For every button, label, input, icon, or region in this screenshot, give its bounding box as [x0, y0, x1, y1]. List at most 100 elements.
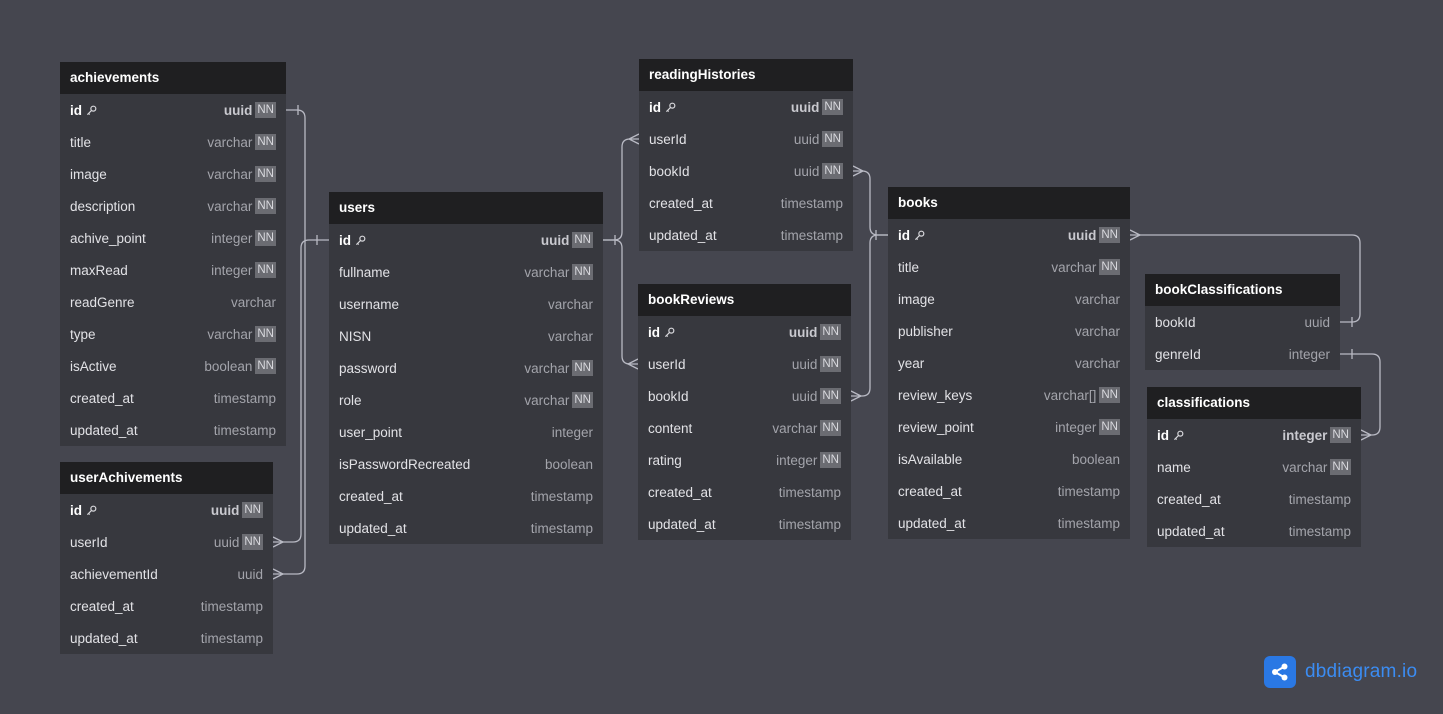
table-title[interactable]: bookReviews — [638, 284, 851, 316]
field-name-text: review_point — [898, 419, 974, 435]
field-type: uuid — [540, 232, 570, 248]
relationship-line[interactable] — [851, 234, 888, 397]
table-title[interactable]: bookClassifications — [1145, 274, 1340, 306]
table-title[interactable]: userAchivements — [60, 462, 273, 494]
not-null-badge: NN — [1099, 419, 1120, 435]
field-name-text: name — [1157, 459, 1191, 475]
primary-key-icon — [1173, 429, 1184, 440]
field-type: boolean — [544, 456, 593, 472]
not-null-badge: NN — [822, 163, 843, 179]
relationship-line[interactable] — [627, 133, 640, 145]
table-title[interactable]: books — [888, 187, 1130, 219]
brand-badge[interactable]: dbdiagram.io — [1264, 656, 1417, 688]
relationship-line[interactable] — [853, 170, 888, 236]
not-null-badge: NN — [242, 534, 263, 550]
relationship-line[interactable] — [850, 390, 863, 402]
relationship-line[interactable] — [1129, 229, 1142, 241]
field-name: created_at — [339, 489, 531, 504]
field-type: integer — [1282, 427, 1328, 443]
field-name-text: created_at — [70, 598, 134, 614]
table-title[interactable]: classifications — [1147, 387, 1361, 419]
not-null-badge: NN — [255, 326, 276, 342]
not-null-badge: NN — [255, 262, 276, 278]
relationship-line[interactable] — [1360, 429, 1373, 441]
table-title[interactable]: readingHistories — [639, 59, 853, 91]
table-title[interactable]: users — [329, 192, 603, 224]
field-type: uuid — [213, 534, 240, 550]
relationship-line[interactable] — [272, 568, 285, 580]
relationship-line[interactable] — [603, 138, 639, 241]
not-null-badge: NN — [1099, 387, 1120, 403]
relationship-line[interactable] — [603, 239, 638, 365]
field-name-text: created_at — [649, 195, 713, 211]
relationship-line[interactable] — [852, 165, 865, 177]
relationship-line[interactable] — [626, 358, 639, 370]
relationship-line[interactable] — [272, 536, 285, 548]
table-title[interactable]: achievements — [60, 62, 286, 94]
field-name: isAvailable — [898, 452, 1072, 467]
